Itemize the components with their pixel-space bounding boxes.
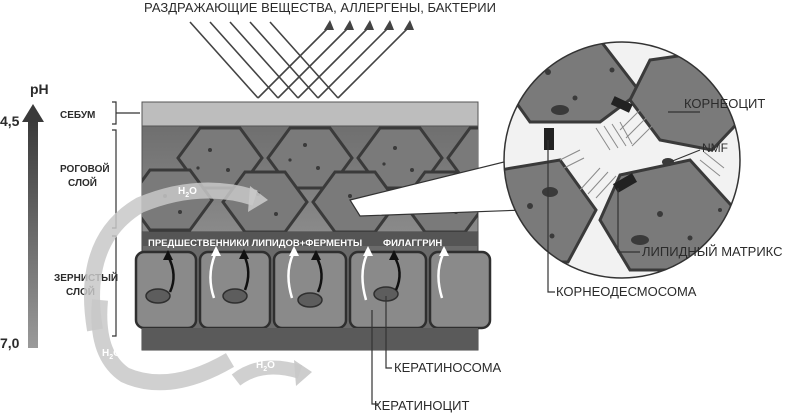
irritant-arrows: [189, 21, 411, 99]
lipid-lamella: [559, 109, 725, 199]
lipid-precursors-label: ПРЕДШЕСТВЕННИКИ ЛИПИДОВ+ФЕРМЕНТЫ: [148, 238, 362, 249]
sebum-label: СЕБУМ: [60, 110, 95, 121]
keratinocyte-nuclei: [145, 286, 399, 308]
nmf-label: NMF: [702, 141, 728, 155]
svg-text:H2O: H2O: [102, 348, 121, 361]
water-label-left: H2O: [102, 348, 121, 361]
svg-text:H2O: H2O: [256, 360, 275, 373]
stratum-corneum-label-1: РОГОВОЙ: [60, 162, 110, 175]
skin-block: ПРЕДШЕСТВЕННИКИ ЛИПИДОВ+ФЕРМЕНТЫ ФИЛАГГР…: [134, 101, 492, 351]
water-label-bottom: H2O: [256, 360, 275, 373]
svg-text:H2O: H2O: [178, 186, 197, 199]
ph-top-value: 4,5: [0, 113, 20, 129]
stratum-corneum-label-2: СЛОЙ: [68, 176, 97, 189]
water-label-top: H2O: [178, 186, 197, 199]
corneodesmosome-3: [610, 96, 633, 113]
irritants-label: РАЗДРАЖАЮЩИЕ ВЕЩЕСТВА, АЛЛЕРГЕНЫ, БАКТЕР…: [144, 0, 496, 15]
cell-arrowheads: [163, 246, 449, 260]
water-arrows: [84, 182, 312, 391]
corneocyte-label: КОРНЕОЦИТ: [684, 96, 765, 111]
corneodesmosome-1: [544, 128, 554, 150]
filaggrin-label: ФИЛАГГРИН: [383, 238, 442, 249]
ph-arrowhead: [22, 104, 44, 122]
ph-gradient-bar: [28, 120, 38, 348]
lipid-matrix-label: ЛИПИДНЫЙ МАТРИКС: [642, 244, 782, 259]
corneodesmosome-2: [612, 173, 638, 193]
irritant-arrowheads: [324, 20, 414, 30]
keratinosome-label: КЕРАТИНОСОМА: [394, 360, 502, 375]
keratinocyte-label: КЕРАТИНОЦИТ: [374, 398, 469, 413]
corneodesmosome-label: КОРНЕОДЕСМОСОМА: [556, 284, 697, 299]
zoom-circle: [503, 41, 741, 279]
callout-lines: [371, 111, 701, 405]
ph-label: pH: [30, 81, 49, 97]
keratinocytes: [134, 250, 492, 330]
ph-bottom-value: 7,0: [0, 335, 20, 351]
